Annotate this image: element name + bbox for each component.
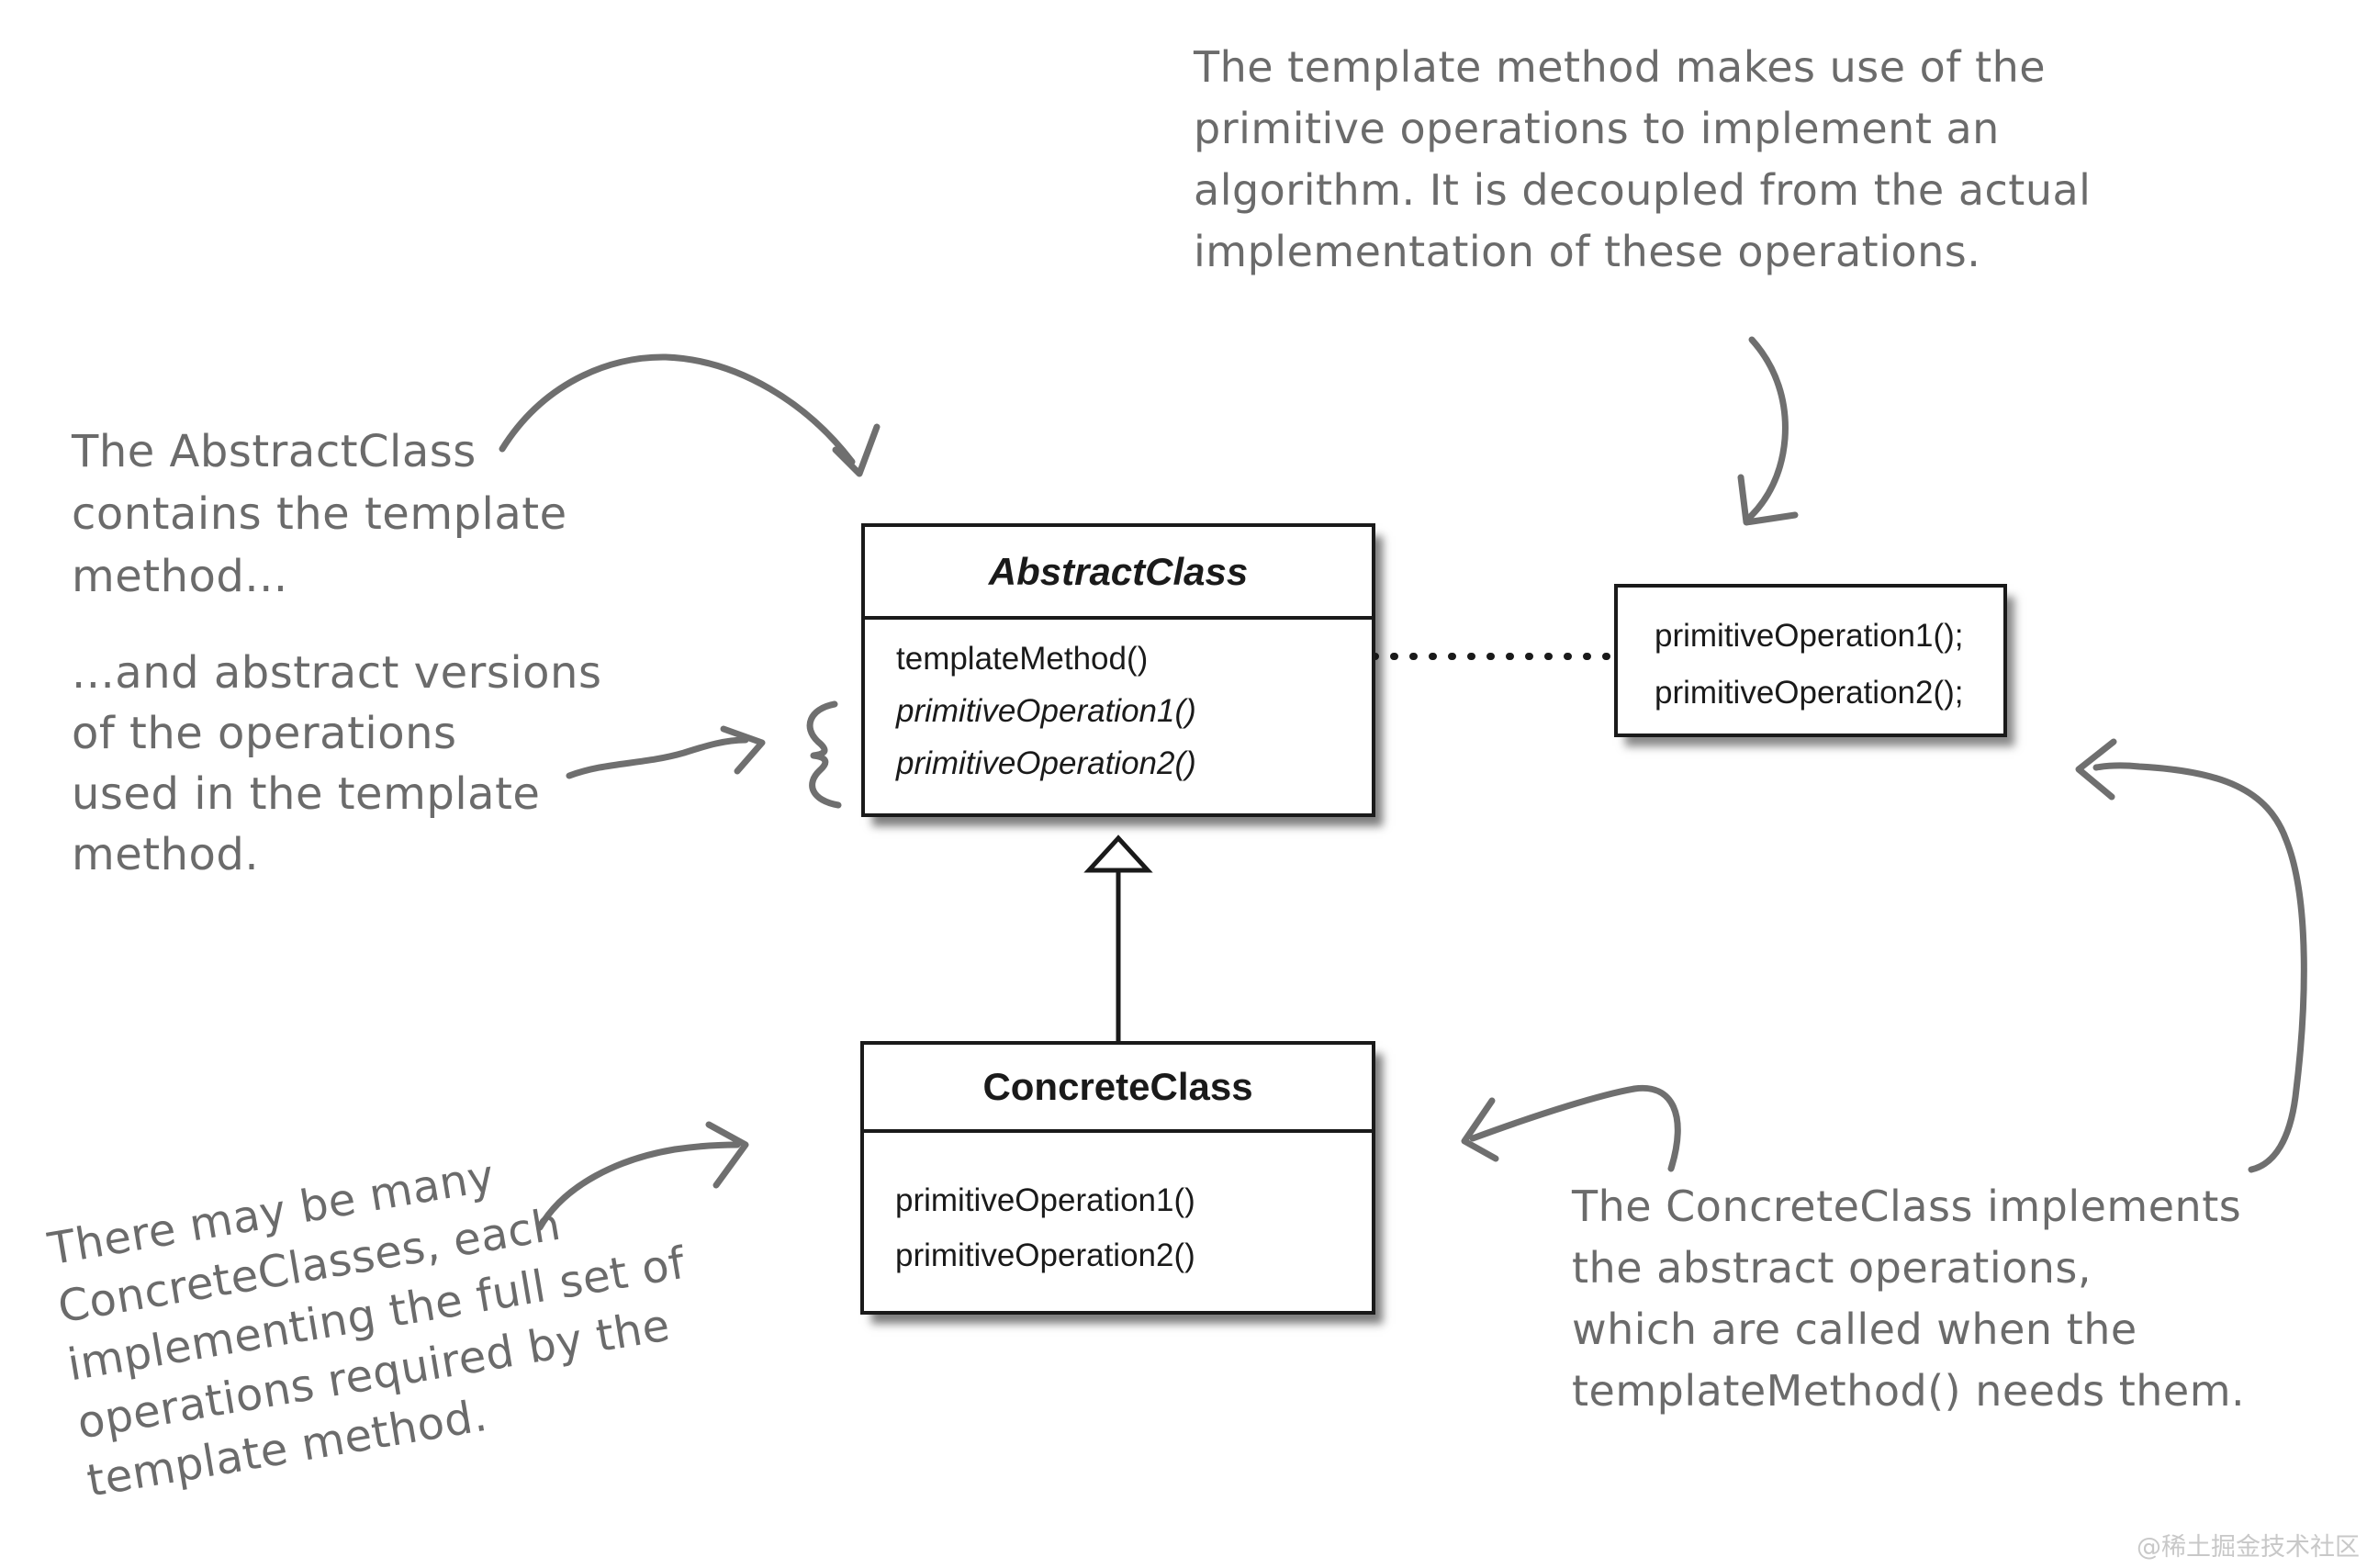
abstract-class-title: AbstractClass [865, 527, 1372, 620]
annotation-line: The AbstractClass [72, 426, 477, 477]
arrow-to-code-note-icon [2075, 738, 2307, 1173]
annotation-line: primitive operations to implement an [1194, 104, 2000, 153]
annotation-line: The template method makes use of the [1194, 42, 2047, 92]
annotation-line: The ConcreteClass implements [1572, 1182, 2242, 1231]
watermark: @稀土掘金技术社区 [2137, 1533, 2360, 1562]
annotation-line: method... [72, 551, 288, 602]
curly-brace-icon [806, 700, 842, 809]
annotation-line: ...and abstract versions [72, 647, 602, 699]
arrow-to-abstract-class-icon [499, 353, 881, 477]
annotation-line: algorithm. It is decoupled from the actu… [1194, 165, 2092, 215]
annotation-line: of the operations [72, 708, 457, 759]
annotation-line: which are called when the [1572, 1305, 2137, 1354]
annotation-line: the abstract operations, [1572, 1243, 2092, 1293]
code-note-line: primitiveOperation1(); [1655, 618, 1964, 654]
arrow-from-template-note-icon [1737, 336, 1799, 526]
arrow-to-abstract-operations-icon [566, 700, 842, 809]
concrete-class-methods: primitiveOperation1() primitiveOperation… [864, 1133, 1372, 1283]
concrete-class-box: ConcreteClass primitiveOperation1() prim… [860, 1041, 1375, 1315]
template-method-annotation: The template method makes use of the pri… [1194, 37, 2091, 283]
code-note-line: primitiveOperation2(); [1655, 675, 1964, 711]
abstract-operations-annotation: ...and abstract versions of the operatio… [72, 643, 601, 885]
concrete-class-title: ConcreteClass [864, 1045, 1372, 1133]
arrow-to-concrete-class-icon [1461, 1084, 1681, 1172]
abstract-class-annotation: The AbstractClass contains the template … [72, 420, 567, 608]
method-primitive-operation-1: primitiveOperation1() [896, 692, 1196, 729]
code-note-box: primitiveOperation1(); primitiveOperatio… [1614, 584, 2007, 737]
annotation-line: method. [72, 829, 260, 880]
concrete-class-annotation: The ConcreteClass implements the abstrac… [1572, 1176, 2245, 1422]
arrow-from-concrete-classes-note-icon [536, 1121, 749, 1231]
inheritance-triangle-icon [1083, 834, 1153, 873]
method-primitive-operation-2: primitiveOperation2() [895, 1238, 1195, 1273]
annotation-line: implementation of these operations. [1194, 227, 1981, 276]
abstract-class-box: AbstractClass templateMethod() primitive… [861, 523, 1375, 817]
method-primitive-operation-1: primitiveOperation1() [895, 1182, 1195, 1218]
annotation-line: used in the template [72, 768, 541, 820]
abstract-class-methods: templateMethod() primitiveOperation1() p… [865, 620, 1372, 790]
method-template-method: templateMethod() [896, 640, 1149, 677]
method-primitive-operation-2: primitiveOperation2() [896, 745, 1196, 781]
annotation-line: templateMethod() needs them. [1572, 1366, 2246, 1416]
annotation-line: contains the template [72, 488, 567, 540]
